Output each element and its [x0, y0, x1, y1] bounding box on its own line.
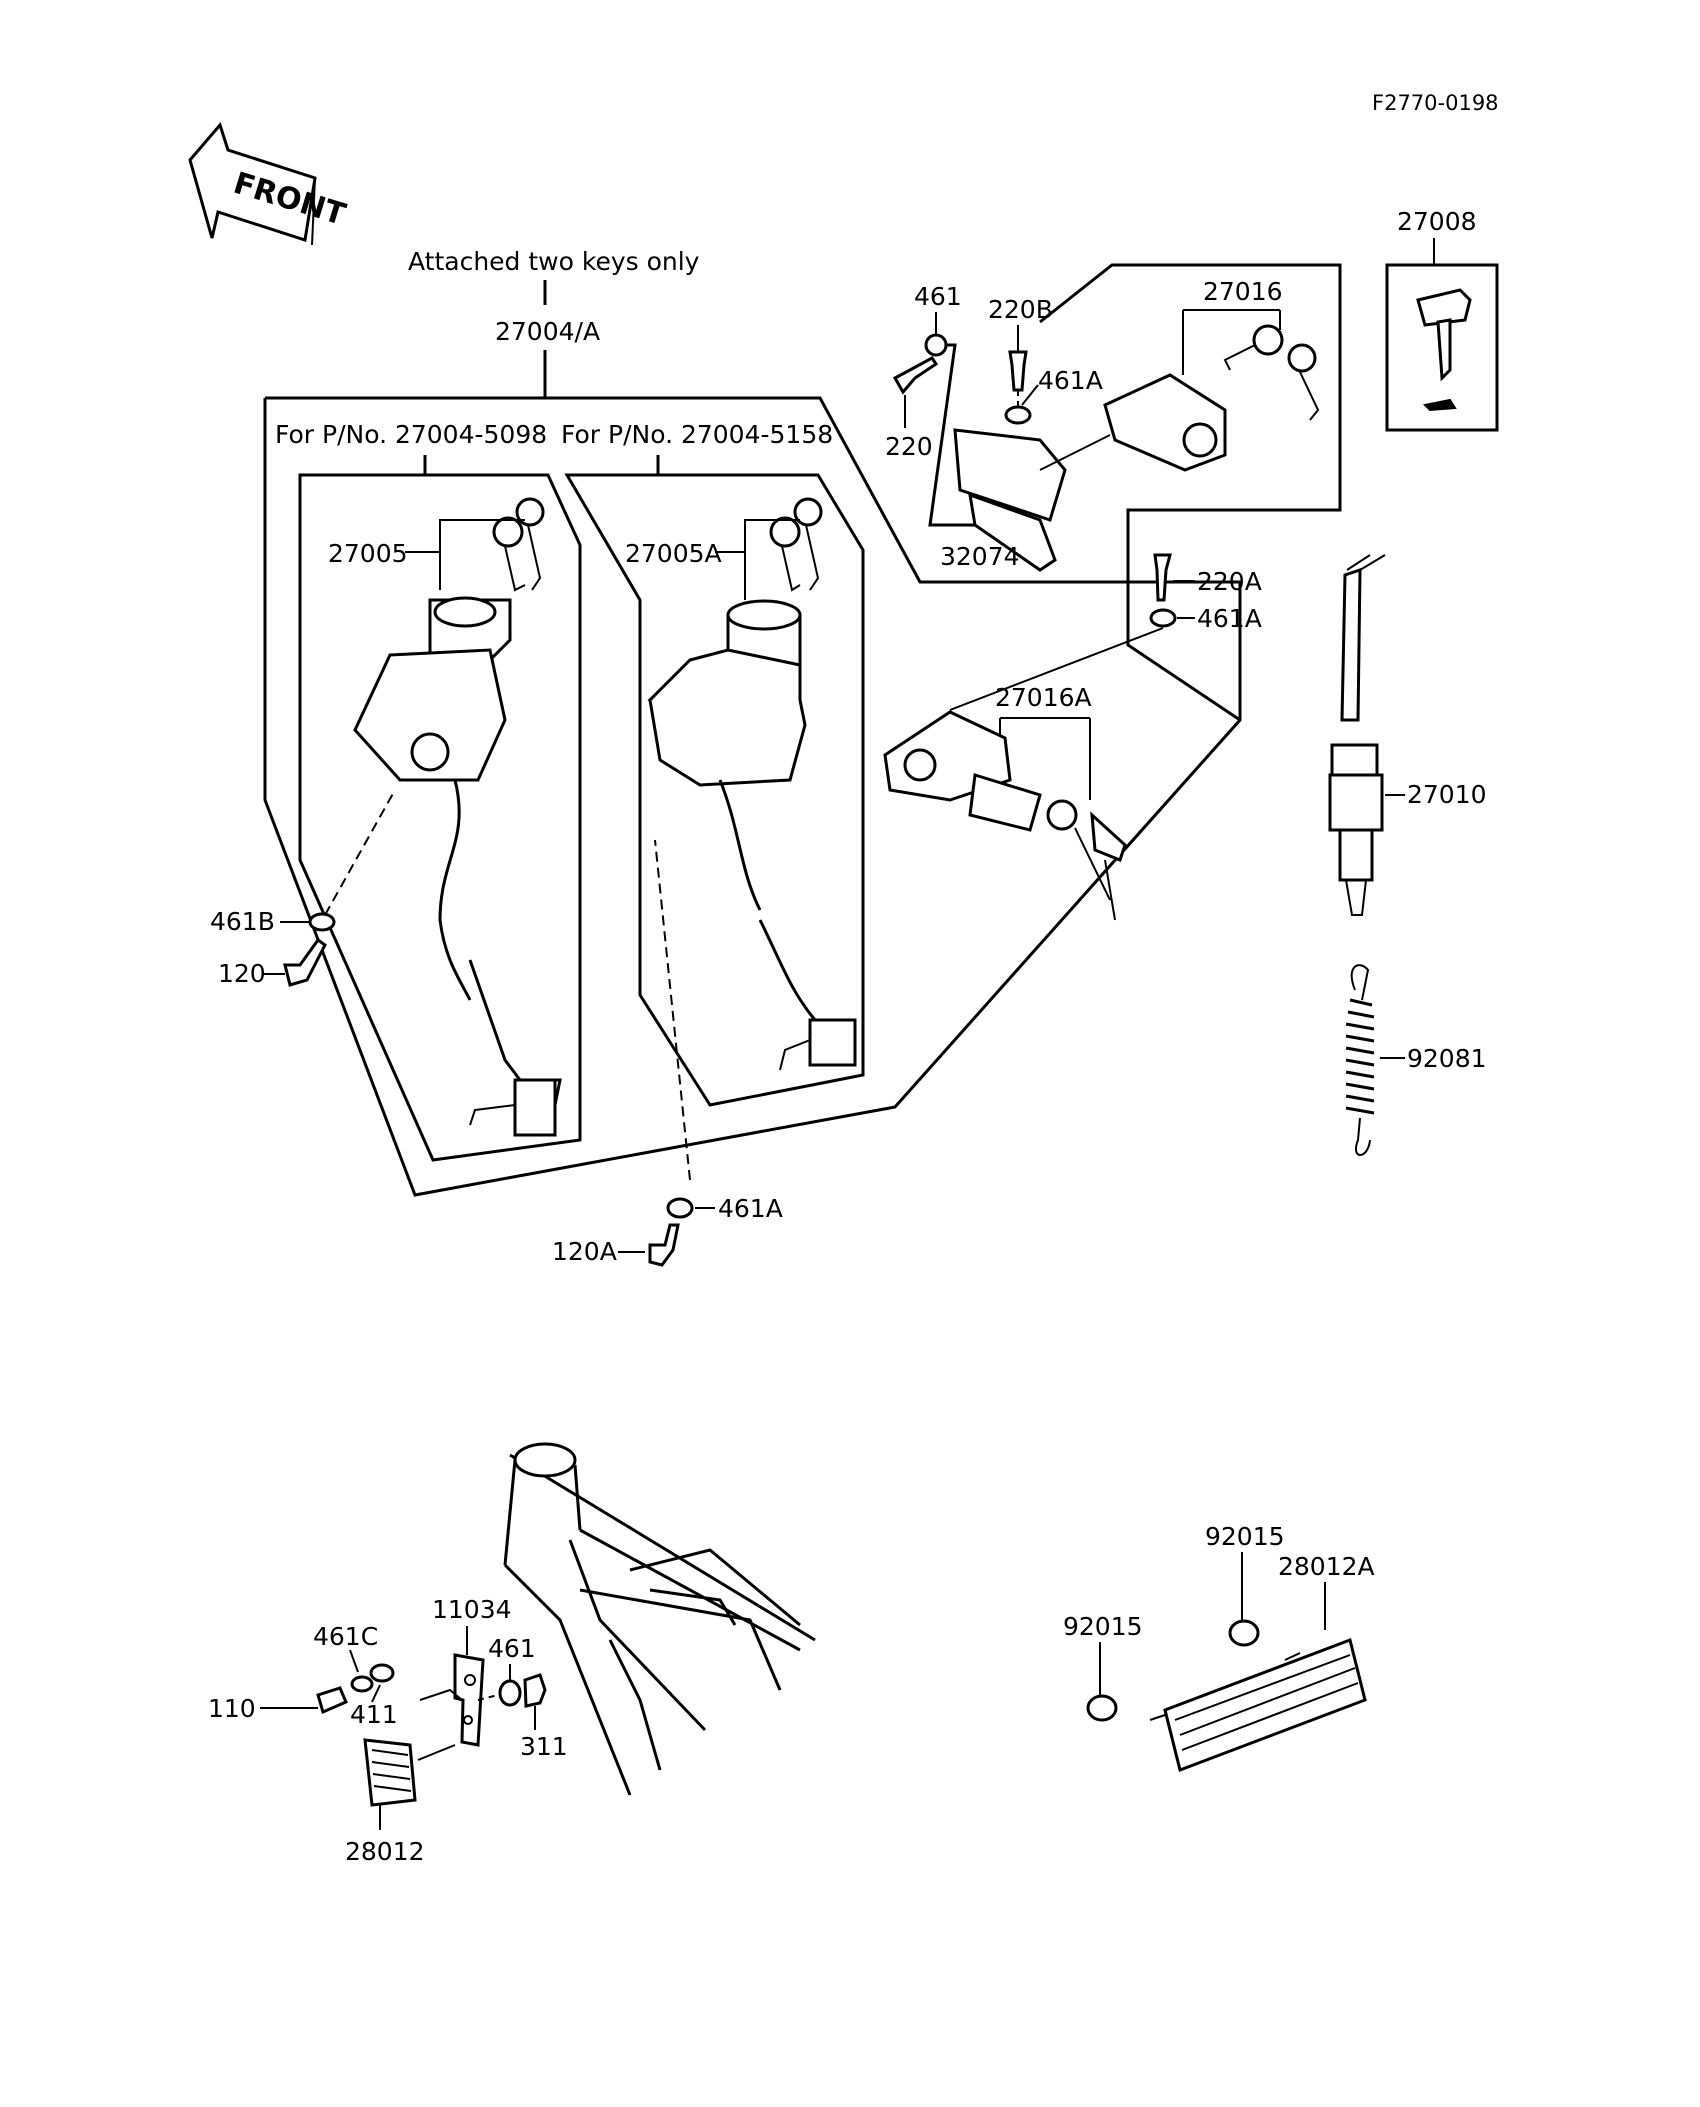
label-92015-b: 92015 [1063, 1612, 1143, 1641]
screw-220B-icon [1008, 350, 1028, 392]
label-461A-top: 461A [1038, 366, 1103, 395]
nut-461-top-icon [924, 333, 948, 357]
label-461-bottom: 461 [488, 1634, 536, 1663]
washer-461C-icon [350, 1675, 374, 1693]
bolt-120-icon [283, 937, 327, 987]
keys-27005-icon [492, 497, 545, 592]
label-311: 311 [520, 1732, 568, 1761]
label-110: 110 [208, 1694, 256, 1723]
washer-411-icon [369, 1663, 395, 1683]
spring-92081 [1345, 964, 1375, 1156]
ignition-switch-27005 [353, 596, 562, 1137]
label-for-5098: For P/No. 27004-5098 [275, 420, 547, 449]
screw-220-icon [892, 356, 939, 395]
nut-92015-b-icon [1086, 1694, 1118, 1722]
label-411: 411 [350, 1700, 398, 1729]
label-27016: 27016 [1203, 277, 1283, 306]
bolt-120A-icon [648, 1223, 680, 1267]
keys-27005A-icon [769, 497, 823, 592]
keys-27016A-icon [1046, 799, 1127, 921]
label-120: 120 [218, 959, 266, 988]
keys-27016-icon [1223, 324, 1320, 421]
washer-461-bottom-icon [498, 1679, 522, 1707]
label-for-5158: For P/No. 27004-5158 [561, 420, 833, 449]
front-arrow-icon: FRONT [188, 121, 350, 246]
bracket-11034 [419, 1653, 485, 1747]
label-28012: 28012 [345, 1837, 425, 1866]
switch-27010 [1328, 554, 1386, 916]
label-92015-a: 92015 [1205, 1522, 1285, 1551]
bolt-110-icon [316, 1686, 348, 1715]
lock-27016A [883, 710, 1042, 832]
label-27008: 27008 [1397, 207, 1477, 236]
label-27010: 27010 [1407, 780, 1487, 809]
nut-92015-a-icon [1228, 1619, 1260, 1647]
washer-461A-mid-icon [1149, 608, 1177, 628]
label-11034: 11034 [432, 1595, 512, 1624]
ignition-switch-27005A [647, 599, 857, 1071]
attached-note: Attached two keys only [408, 247, 700, 276]
label-461-top: 461 [914, 282, 962, 311]
label-27004A: 27004/A [495, 317, 600, 346]
label-220: 220 [885, 432, 933, 461]
diagram-code: F2770-0198 [1372, 91, 1499, 115]
sub-box-5158 [564, 473, 865, 1107]
label-28012A: 28012A [1278, 1552, 1375, 1581]
label-27016A: 27016A [995, 683, 1092, 712]
sub-box-5098 [298, 473, 582, 1162]
key-27008-icon [1416, 288, 1472, 412]
reflector-28012A [1149, 1638, 1367, 1772]
washer-461A-top-icon [1004, 405, 1032, 425]
label-461A-mid: 461A [1197, 604, 1262, 633]
cover-32074 [953, 428, 1067, 572]
label-461C: 461C [313, 1622, 378, 1651]
label-32074: 32074 [940, 542, 1020, 571]
screw-220A-icon [1153, 553, 1172, 602]
label-220B: 220B [988, 295, 1053, 324]
lock-27016 [1103, 373, 1227, 472]
nut-311-icon [523, 1673, 547, 1708]
reflector-28012 [363, 1738, 417, 1807]
key-box-27008 [1385, 263, 1499, 432]
label-461A-bottom: 461A [718, 1194, 783, 1223]
washer-461A-bottom-icon [666, 1197, 694, 1219]
label-27005A: 27005A [625, 539, 722, 568]
washer-461B-icon [308, 912, 336, 932]
label-27005: 27005 [328, 539, 408, 568]
label-220A: 220A [1197, 567, 1262, 596]
ignition-group-outline [265, 263, 1342, 584]
frame-drawing [503, 1442, 816, 1796]
label-120A: 120A [552, 1237, 617, 1266]
label-461B: 461B [210, 907, 275, 936]
label-92081: 92081 [1407, 1044, 1487, 1073]
